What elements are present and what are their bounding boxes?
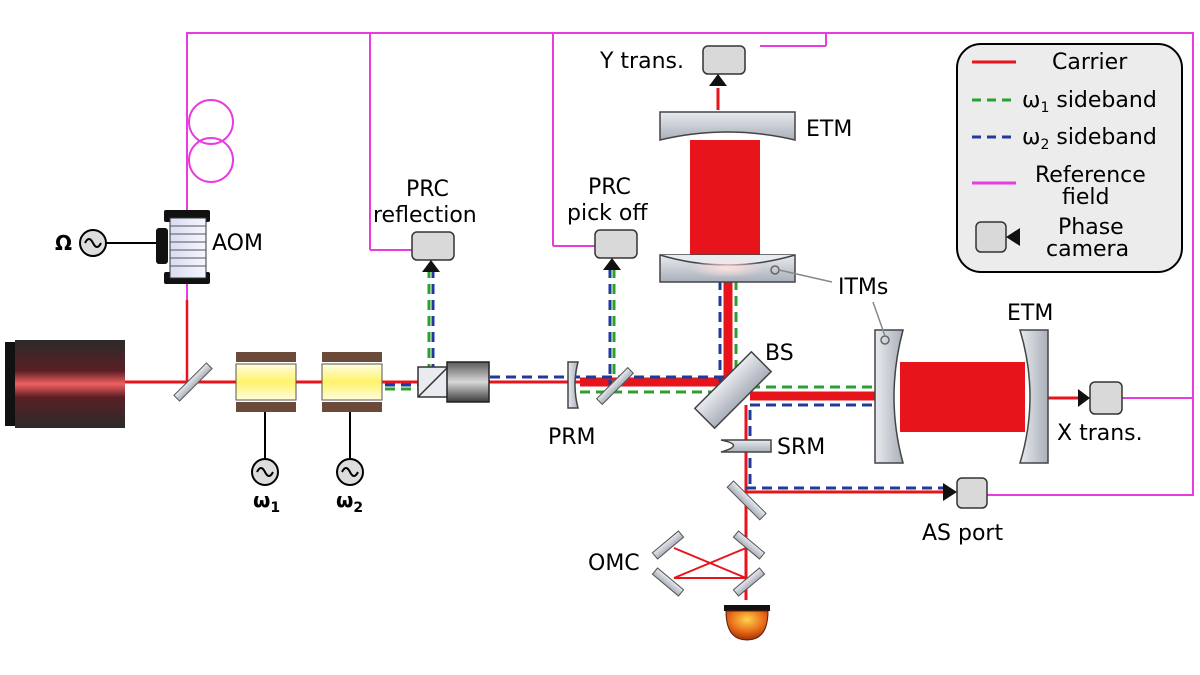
x-arm-beam [900, 362, 1025, 432]
phase-camera-prc-reflection [411, 231, 455, 272]
pickoff-mirror [173, 362, 213, 402]
y-arm-beam [690, 140, 760, 265]
itm-x [874, 329, 904, 464]
label-x-trans: X trans. [1057, 421, 1143, 446]
beam-splitter [693, 350, 773, 430]
label-omega: Ω [55, 231, 72, 255]
phase-camera-x-trans [1078, 381, 1123, 415]
legend-camera-label-2: camera [1046, 237, 1129, 262]
legend-camera-label-1: Phase [1058, 215, 1124, 240]
aom [156, 210, 210, 284]
itm-leader-y [778, 269, 833, 283]
phase-camera-as-port [943, 477, 988, 509]
eom-2 [321, 352, 383, 412]
label-etm-right: ETM [1007, 301, 1053, 326]
label-prc-reflection-2: reflection [373, 203, 477, 228]
label-itms: ITMs [838, 275, 888, 300]
prm-mirror [567, 361, 579, 409]
legend-sideband1-label: ω1 sideband [1022, 88, 1157, 116]
diagram-labels: Y trans. ETM PRC reflection PRC pick off… [55, 49, 1143, 576]
label-prc-reflection-1: PRC [406, 177, 449, 202]
legend-reference-label-1: Reference [1035, 163, 1146, 188]
phase-camera-prc-pickoff [594, 229, 638, 270]
phase-camera-icon [975, 221, 1020, 253]
legend-carrier-label: Carrier [1052, 50, 1128, 75]
prc-pickoff-mirror [595, 366, 635, 406]
omc [651, 530, 766, 597]
label-omega1: ω1 [253, 488, 280, 516]
reference-field-lines [186, 32, 1194, 496]
label-etm-top: ETM [806, 117, 852, 142]
label-prm: PRM [548, 425, 596, 450]
label-y-trans: Y trans. [599, 49, 684, 74]
label-omega2: ω2 [336, 488, 363, 516]
photodiode [724, 605, 770, 641]
label-prc-pickoff-2: pick off [567, 201, 648, 226]
etm-y [659, 111, 796, 141]
label-omc: OMC [588, 551, 640, 576]
oscillator-omega1 [251, 458, 279, 486]
phase-camera-y-trans [702, 45, 746, 86]
itm-leader-x [872, 301, 886, 337]
label-bs: BS [765, 341, 794, 366]
as-pickoff-mirror [726, 480, 767, 521]
label-as-port: AS port [922, 521, 1003, 546]
itm-y [659, 254, 796, 283]
eom-1 [235, 352, 297, 412]
faraday-isolator [417, 361, 490, 403]
label-srm: SRM [777, 435, 825, 460]
etm-x [1018, 329, 1049, 464]
legend: Carrier ω1 sideband ω2 sideband Referenc… [956, 43, 1183, 273]
laser-source [5, 340, 125, 428]
srm-mirror [720, 439, 772, 453]
legend-sideband2-label: ω2 sideband [1022, 125, 1157, 153]
legend-reference-label-2: field [1062, 185, 1109, 210]
label-aom: AOM [212, 231, 263, 256]
oscillator-omega2 [336, 458, 364, 486]
oscillator-omega [79, 229, 160, 257]
label-prc-pickoff-1: PRC [588, 175, 631, 200]
